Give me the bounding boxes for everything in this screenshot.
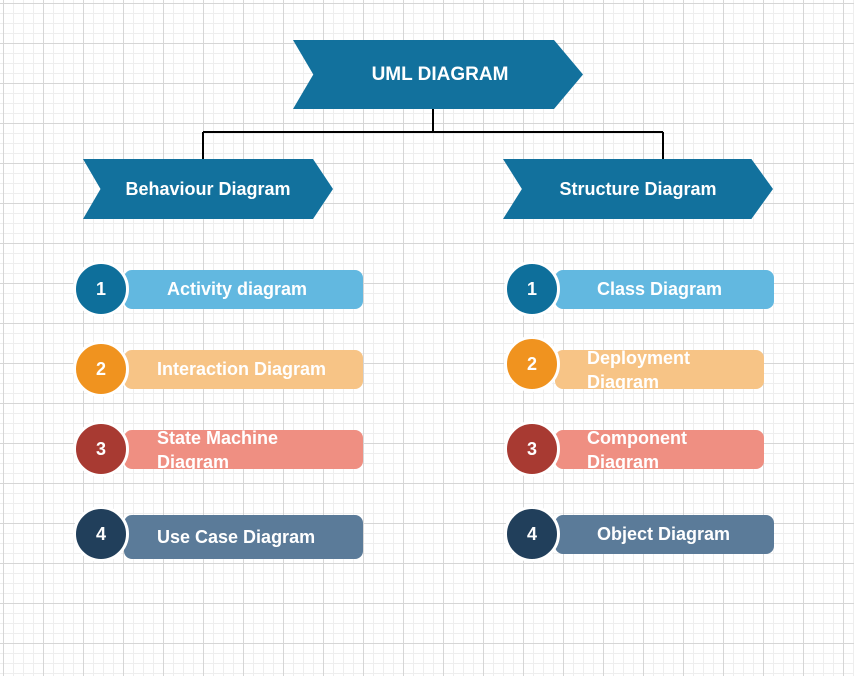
uml-diagram-title[interactable]: UML DIAGRAM: [293, 40, 583, 109]
item-pill: State Machine Diagram: [124, 430, 363, 469]
item-label: Component Diagram: [587, 430, 687, 469]
item-label: State Machine Diagram: [157, 430, 279, 469]
item-pill: Class Diagram: [555, 270, 774, 309]
item-pill: Interaction Diagram: [124, 350, 363, 389]
number-badge: 3: [73, 421, 129, 477]
item-pill: Deployment Diagram: [555, 350, 764, 389]
number-badge: 1: [504, 261, 560, 317]
item-label: Class Diagram: [597, 279, 723, 299]
item-label: Deployment Diagram: [587, 350, 691, 389]
item-pill: Use Case Diagram: [124, 515, 363, 559]
item-pill: Activity diagram: [124, 270, 363, 309]
number-badge: 4: [73, 506, 129, 562]
number-badge: 2: [73, 341, 129, 397]
connector-line: [202, 109, 664, 159]
behaviour-diagram-node[interactable]: Behaviour Diagram: [83, 159, 333, 219]
item-label: Use Case Diagram: [157, 526, 316, 547]
item-label: Activity diagram: [167, 279, 308, 299]
item-label: Object Diagram: [597, 524, 731, 544]
number-badge: 4: [504, 506, 560, 562]
number-badge: 2: [504, 336, 560, 392]
number-badge: 1: [73, 261, 129, 317]
number-badge: 3: [504, 421, 560, 477]
item-label: Interaction Diagram: [157, 359, 327, 379]
item-pill: Object Diagram: [555, 515, 774, 554]
item-pill: Component Diagram: [555, 430, 764, 469]
structure-diagram-node[interactable]: Structure Diagram: [503, 159, 773, 219]
